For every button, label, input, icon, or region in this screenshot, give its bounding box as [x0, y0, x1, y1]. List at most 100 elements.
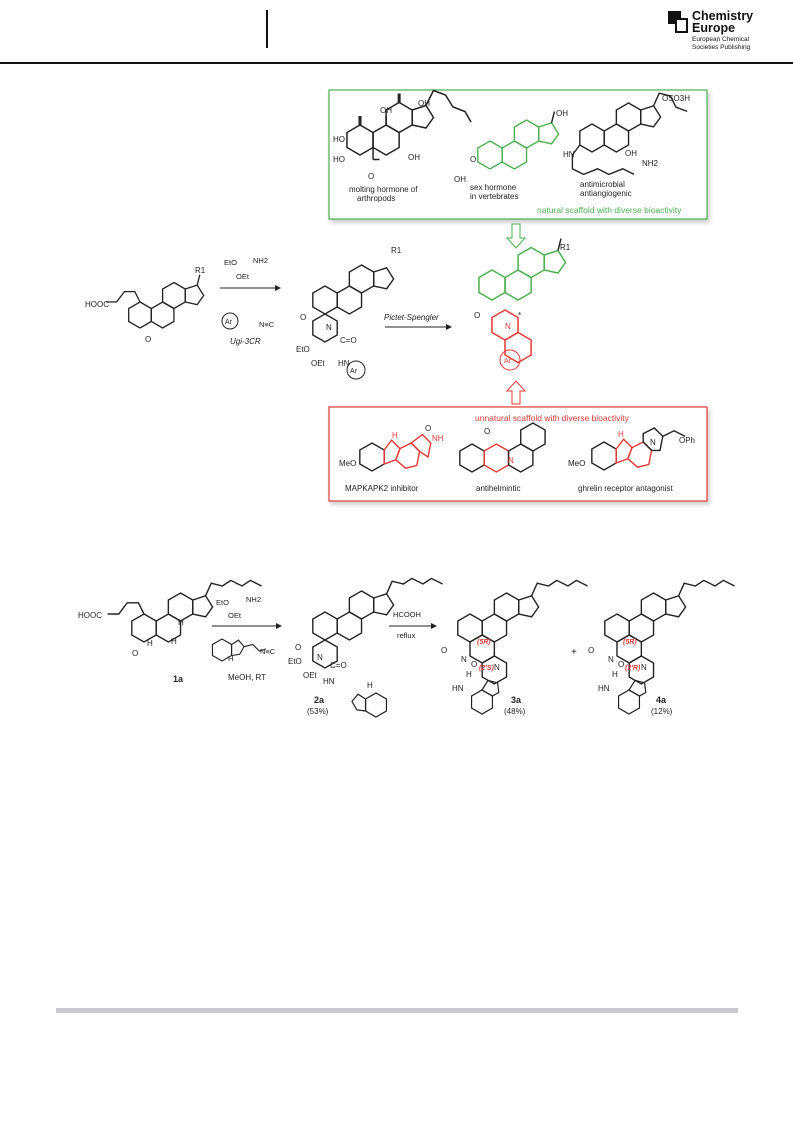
product-ar-ring-icon — [499, 349, 521, 371]
reagent-ar: Ar — [225, 319, 233, 326]
page-bottom-rule — [56, 1008, 738, 1013]
intermediate-ar: Ar — [350, 368, 358, 375]
ugi-intermediate-structure — [312, 264, 395, 343]
ghrelin-oph: OPh — [679, 436, 695, 445]
product-r1: R1 — [560, 243, 571, 252]
seco-steroid-acid-structure — [106, 274, 205, 329]
3a-o2: O — [471, 660, 477, 669]
publisher-logo: Chemistry Europe European Chemical Socie… — [668, 8, 778, 56]
s2-acid-conditions: reflux — [397, 631, 416, 640]
intermediate-oet: OEt — [311, 359, 326, 368]
2a-o: O — [295, 643, 301, 652]
reagent-isocyanide: N≡C — [259, 320, 275, 329]
natural-item-1-label-2: arthropods — [357, 194, 395, 203]
s2-reagent-oet: OEt — [228, 611, 242, 620]
compound-2a-yield: (53%) — [307, 707, 329, 716]
intermediate-eto: EtO — [296, 345, 310, 354]
mapkapk2-meo: MeO — [339, 459, 356, 468]
natural-scaffold-panel: OH OH OH HO HO OH O molting hormone of a… — [328, 89, 708, 220]
natural-item-1-label-1: molting hormone of — [349, 185, 418, 194]
mapkapk2-o: O — [425, 424, 431, 433]
1a-h2: H — [171, 637, 177, 646]
ghrelin-n: N — [650, 438, 656, 447]
2a-n: N — [317, 653, 323, 662]
atom-ho-2: HO — [333, 155, 345, 164]
mapkapk2-hn: H — [392, 431, 398, 440]
4a-o: O — [588, 646, 594, 655]
compound-1a-label: 1a — [173, 674, 184, 684]
4a-n1: N — [608, 655, 614, 664]
s2-reagent-eto: EtO — [216, 598, 229, 607]
compound-1a-structure — [107, 579, 262, 643]
ghrelin-h: H — [618, 430, 624, 439]
reaction-schemes-figure: OH OH OH HO HO OH O molting hormone of a… — [78, 89, 735, 718]
2a-indole-structure — [351, 692, 388, 718]
publisher-name: Chemistry Europe — [692, 10, 782, 35]
publisher-sub-line2: Societies Publishing — [692, 44, 751, 51]
product-steroid-part — [478, 238, 567, 301]
s2-indole-nh: H — [228, 654, 233, 663]
3a-hn: HN — [452, 684, 464, 693]
unnatural-scaffold-panel: unnatural scaffold with diverse bioactiv… — [328, 406, 708, 502]
mapkapk2-nh: NH — [432, 434, 444, 443]
chemistry-europe-logo-icon — [668, 11, 688, 33]
intermediate-ar-ring-icon — [346, 360, 366, 380]
step-ugi-label: Ugi-3CR — [230, 337, 261, 346]
ghrelin-meo: MeO — [568, 459, 585, 468]
2a-indole-h: H — [367, 681, 373, 690]
pictet-arrowhead-icon — [446, 324, 452, 330]
molting-hormone-structure — [346, 89, 472, 161]
atom-oh-6: OH — [625, 149, 637, 158]
sex-hormone-structure — [477, 111, 560, 170]
3a-n1: N — [461, 655, 467, 664]
publisher-name-line2: Europe — [692, 21, 736, 35]
sm-r1: R1 — [195, 266, 206, 275]
product-piperazinone-part — [491, 309, 532, 364]
3a-stereo-5r: (5R) — [477, 639, 491, 646]
product-ar: Ar — [504, 358, 512, 365]
atom-o-1: O — [368, 172, 374, 181]
natural-item-3-label-1: antimicrobial — [580, 180, 625, 189]
3a-h: H — [466, 670, 472, 679]
intermediate-r1: R1 — [391, 246, 402, 255]
product-n: N — [505, 322, 511, 331]
s2-acid-reagent: HCOOH — [393, 610, 421, 619]
green-arrow-down-icon — [505, 223, 527, 249]
praz-o: O — [484, 427, 490, 436]
squalamine-structure — [571, 92, 688, 176]
mapkapk2-structure — [359, 433, 432, 472]
scheme-2: HOOC O H H H 1a EtO NH2 OEt H N≡C MeOH, … — [78, 577, 735, 718]
ugi-arrowhead-icon — [275, 285, 281, 291]
1a-o: O — [132, 649, 138, 658]
2a-oet: OEt — [303, 671, 318, 680]
s2-isocyanide: N≡C — [260, 647, 276, 656]
atom-oh-5: OH — [556, 109, 568, 118]
3a-n2: N — [494, 663, 500, 672]
unnatural-item-3-label: ghrelin receptor antagonist — [578, 484, 674, 493]
reagent-oet: OEt — [236, 272, 250, 281]
s2-ps-arrowhead-icon — [431, 623, 437, 629]
1a-h1: H — [147, 639, 153, 648]
intermediate-n: N — [326, 323, 332, 332]
1a-acid: HOOC — [78, 611, 102, 620]
header-rule — [0, 62, 793, 64]
4a-n2: N — [641, 663, 647, 672]
s2-reagent-nh2: NH2 — [246, 595, 261, 604]
3a-o: O — [441, 646, 447, 655]
compound-4a-yield: (12%) — [651, 707, 673, 716]
unnatural-item-1-label: MAPKAPK2 inhibitor — [345, 484, 419, 493]
atom-oh-2: OH — [418, 99, 430, 108]
main-reaction: HOOC O R1 EtO NH2 OEt Ar N≡C Ugi-3CR Ar … — [85, 238, 571, 380]
4a-indole-structure — [617, 679, 647, 715]
atom-oso3h: OSO3H — [662, 94, 690, 103]
compound-3a-yield: (48%) — [504, 707, 526, 716]
atom-nh2-1: NH2 — [642, 159, 659, 168]
4a-o2: O — [618, 660, 624, 669]
atom-oh-3: OH — [454, 175, 466, 184]
atom-oh-1: OH — [380, 106, 392, 115]
product-o: O — [474, 311, 480, 320]
compound-2a-structure — [312, 577, 443, 669]
compound-3a-structure — [457, 579, 588, 685]
compound-3a-label: 3a — [511, 695, 522, 705]
s2-conditions: MeOH, RT — [228, 673, 266, 682]
